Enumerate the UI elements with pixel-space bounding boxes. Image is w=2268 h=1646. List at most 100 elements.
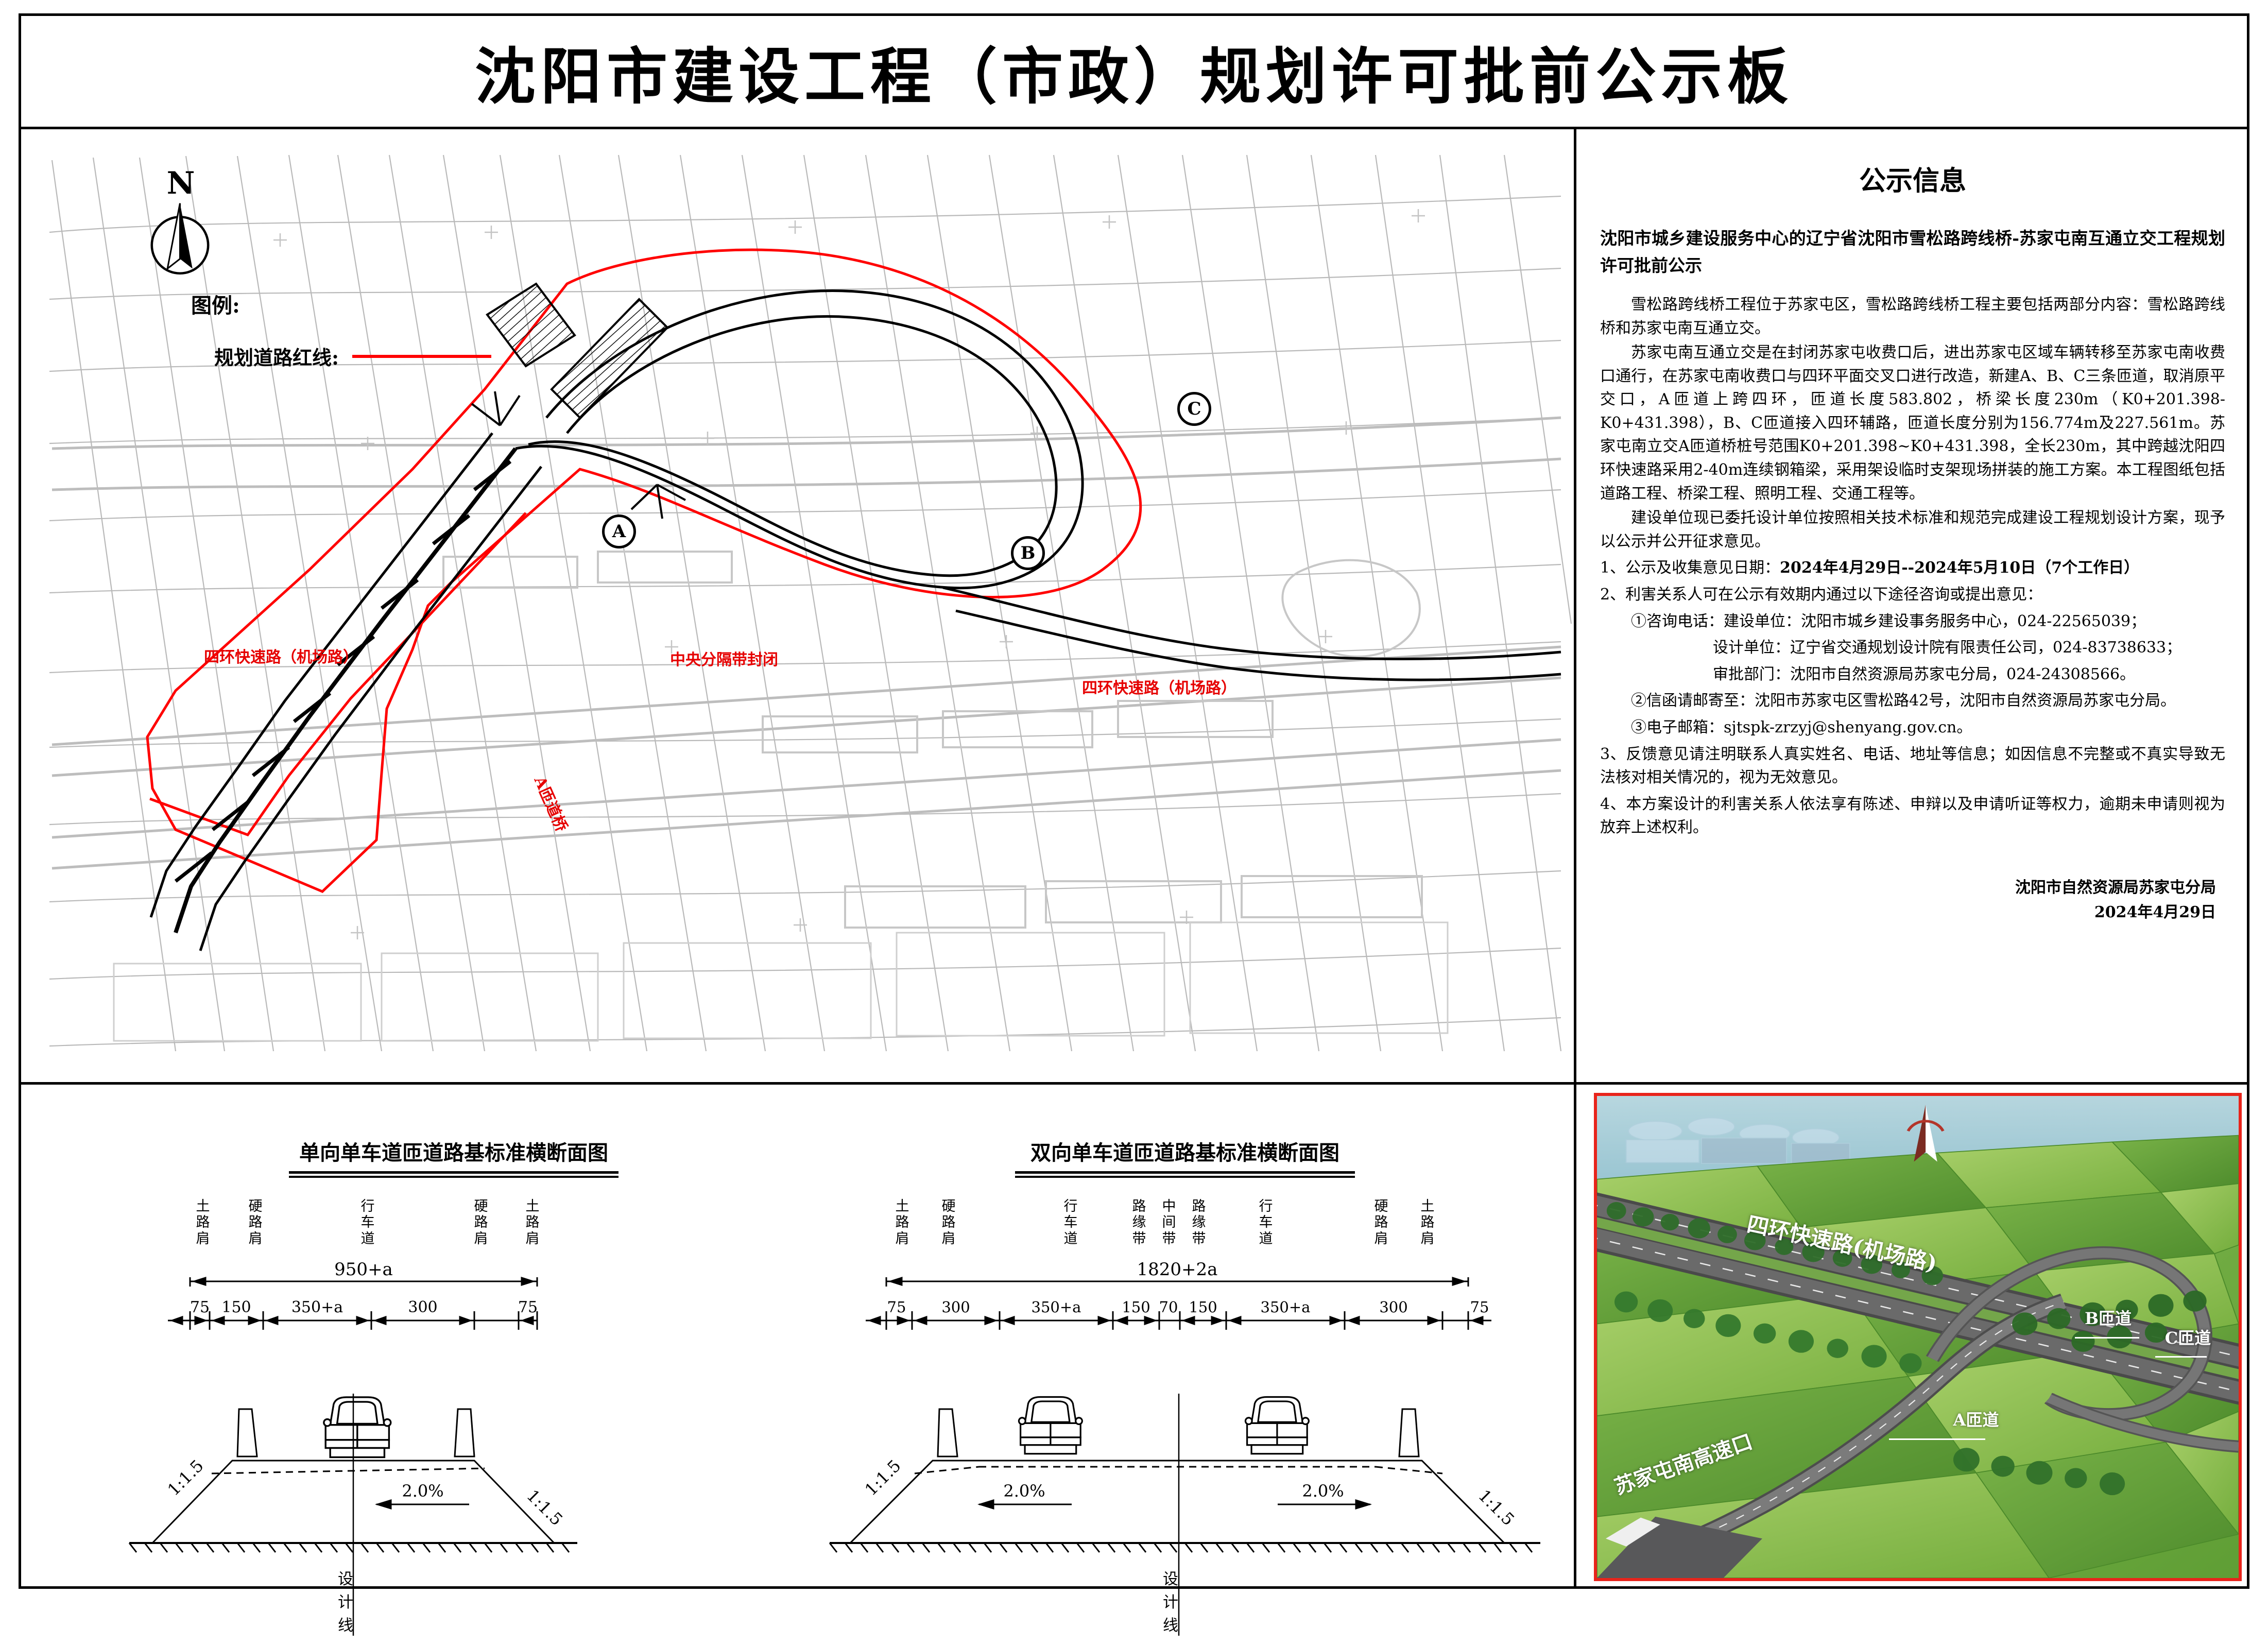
one-way-section-drawing: 950+a 75 150 350+a 300 75 2.0% 1:1.5 1:1… — [128, 1259, 577, 1636]
notice-item-4: 4、本方案设计的利害关系人依法享有陈述、申辩以及申请听证等权力，逾期未申请则视为… — [1600, 795, 2225, 837]
map-callout-c[interactable]: C — [1177, 392, 1211, 426]
notice-contact-phone: ①咨询电话：建设单位：沈阳市城乡建设事务服务中心，024-22565039； — [1631, 612, 2146, 630]
svg-text:计: 计 — [1163, 1593, 1178, 1611]
notice-paragraph: 雪松路跨线桥工程位于苏家屯区，雪松路跨线桥工程主要包括两部分内容：雪松路跨线桥和… — [1600, 295, 2225, 337]
lane-label: 硬路肩 — [941, 1198, 956, 1247]
one-way-lane-labels: 土路肩 硬路肩 行车道 硬路肩 土路肩 — [114, 1198, 794, 1276]
svg-text:2.0%: 2.0% — [1302, 1481, 1344, 1501]
lane-label: 行车道 — [360, 1198, 375, 1247]
legend-red-line-swatch — [352, 354, 492, 358]
svg-text:设: 设 — [1163, 1570, 1178, 1588]
photo-leader-ramp-c — [2155, 1356, 2207, 1358]
notice-paragraph: 苏家屯南互通立交是在封闭苏家屯收费口后，进出苏家屯区域车辆转移至苏家屯南收费口通… — [1600, 344, 2225, 503]
lane-label: 中间带 — [1162, 1198, 1176, 1247]
svg-text:300: 300 — [408, 1298, 437, 1316]
page-title: 沈阳市建设工程（市政）规划许可批前公示板 — [474, 41, 1793, 112]
svg-text:350+a: 350+a — [291, 1298, 343, 1316]
lane-label: 土路肩 — [525, 1198, 540, 1247]
notice-paragraph: 建设单位现已委托设计单位按照相关技术标准和规范完成建设工程规划设计方案，现予以公… — [1600, 509, 2225, 551]
north-arrow-label: N — [166, 165, 195, 201]
notice-item-2: 2、利害关系人可在公示有效期内通过以下途径咨询或提出意见： — [1600, 586, 2043, 604]
notice-contact-approver: 审批部门：沈阳市自然资源局苏家屯分局，024-24308566。 — [1713, 665, 2136, 683]
title-underline — [289, 1171, 618, 1174]
map-label-ring-road-west: 四环快速路（机场路） — [204, 648, 358, 666]
svg-text:150: 150 — [1189, 1298, 1217, 1316]
svg-text:350+a: 350+a — [1032, 1298, 1081, 1316]
right-column: 公示信息 沈阳市城乡建设服务中心的辽宁省沈阳市雪松路跨线桥-苏家屯南互通立交工程… — [1576, 129, 2247, 1586]
lane-label: 硬路肩 — [1374, 1198, 1388, 1247]
svg-text:1820+2a: 1820+2a — [1137, 1259, 1218, 1280]
legend-item-label: 规划道路红线: — [214, 346, 339, 369]
title-underline-2 — [289, 1176, 618, 1178]
notice-contact-email[interactable]: ③电子邮箱：sjtspk-zrzyj@shenyang.gov.cn。 — [1631, 718, 1972, 736]
north-arrow: N — [124, 165, 237, 294]
svg-text:75: 75 — [1470, 1298, 1489, 1316]
left-column: N 图例: 规划道路红线: 四环快速路（机场路） 中央分隔带封闭 四环快速路（机… — [21, 129, 1576, 1636]
svg-text:1:1.5: 1:1.5 — [523, 1486, 566, 1530]
svg-text:75: 75 — [190, 1298, 210, 1316]
legend-item-planning-red-line: 规划道路红线: — [214, 342, 492, 370]
svg-text:1:1.5: 1:1.5 — [861, 1456, 905, 1500]
photo-leader-ramp-b — [2075, 1337, 2139, 1339]
cross-section-two-way-title: 双向单车道匝道路基标准横断面图 — [1030, 1141, 1339, 1165]
photo-label-ramp-c: C匝道 — [2164, 1328, 2211, 1348]
title-underline — [1015, 1171, 1355, 1174]
cross-section-one-way: 单向单车道匝道路基标准横断面图 土路肩 硬路肩 行车道 硬路肩 土路肩 — [114, 1085, 794, 1636]
svg-text:2.0%: 2.0% — [402, 1481, 443, 1501]
svg-text:计: 计 — [338, 1593, 353, 1611]
svg-text:线: 线 — [338, 1617, 353, 1635]
svg-text:150: 150 — [1122, 1298, 1150, 1316]
lane-label: 行车道 — [1063, 1198, 1078, 1247]
legend: 图例: 规划道路红线: — [191, 289, 492, 370]
lane-label: 行车道 — [1259, 1198, 1273, 1247]
photo-label-ramp-a: A匝道 — [1953, 1410, 1999, 1430]
svg-text:2.0%: 2.0% — [1003, 1481, 1045, 1501]
notice-panel: 公示信息 沈阳市城乡建设服务中心的辽宁省沈阳市雪松路跨线桥-苏家屯南互通立交工程… — [1576, 129, 2247, 1085]
svg-text:70: 70 — [1159, 1298, 1178, 1316]
total-dim: 950+a — [334, 1259, 393, 1280]
map-label-ring-road-east: 四环快速路（机场路） — [1082, 679, 1236, 697]
lane-label: 硬路肩 — [474, 1198, 488, 1247]
aerial-rendering[interactable]: 四环快速路(机场路) 苏家屯南高速口 A匝道 B匝道 C匝道 — [1594, 1093, 2242, 1581]
cross-section-area: 单向单车道匝道路基标准横断面图 土路肩 硬路肩 行车道 硬路肩 土路肩 — [21, 1085, 1574, 1636]
aerial-rendering-image — [1597, 1096, 2239, 1578]
notice-item-1-dates: 2024年4月29日--2024年5月10日（7个工作日） — [1780, 559, 2140, 577]
board-frame: 沈阳市建设工程（市政）规划许可批前公示板 — [19, 13, 2249, 1636]
signature-date: 2024年4月29日 — [2094, 903, 2216, 921]
compass-icon — [150, 203, 210, 275]
publicity-board: 沈阳市建设工程（市政）规划许可批前公示板 — [19, 13, 2249, 1636]
lane-label: 路缘带 — [1132, 1198, 1146, 1247]
legend-title: 图例: — [191, 294, 240, 318]
site-plan-map[interactable]: N 图例: 规划道路红线: 四环快速路（机场路） 中央分隔带封闭 四环快速路（机… — [21, 129, 1574, 1085]
board-body: N 图例: 规划道路红线: 四环快速路（机场路） 中央分隔带封闭 四环快速路（机… — [21, 129, 2247, 1636]
lane-label: 土路肩 — [196, 1198, 210, 1247]
map-drawing — [49, 155, 1572, 1052]
notice-contact-mail: ②信函请邮寄至：沈阳市苏家屯区雪松路42号，沈阳市自然资源局苏家屯分局。 — [1631, 692, 2176, 710]
cross-section-two-way: 双向单车道匝道路基标准横断面图 土路肩 硬路肩 行车道 路缘带 中间带 路缘带 … — [824, 1085, 1545, 1636]
notice-item-1: 1、公示及收集意见日期：2024年4月29日--2024年5月10日（7个工作日… — [1600, 556, 2225, 580]
notice-heading: 公示信息 — [1859, 165, 1966, 197]
two-way-section-drawing: 1820+2a 75 300 350+a 150 70 150 350+a 30… — [829, 1259, 1540, 1636]
notice-item-1-text: 1、公示及收集意见日期： — [1600, 559, 1780, 577]
map-callout-a[interactable]: A — [602, 515, 636, 548]
notice-item-3: 3、反馈意见请注明联系人真实姓名、电话、地址等信息；如因信息不完整或不真实导致无… — [1600, 745, 2225, 787]
svg-text:150: 150 — [221, 1298, 251, 1316]
rendering-panel: 四环快速路(机场路) 苏家屯南高速口 A匝道 B匝道 C匝道 — [1576, 1085, 2247, 1586]
map-callout-b[interactable]: B — [1011, 536, 1045, 570]
svg-text:1:1.5: 1:1.5 — [1474, 1486, 1518, 1530]
svg-text:75: 75 — [887, 1298, 906, 1316]
title-underline-2 — [1015, 1176, 1355, 1178]
svg-text:75: 75 — [518, 1298, 538, 1316]
signature-organization: 沈阳市自然资源局苏家屯分局 — [2015, 878, 2216, 897]
photo-label-ramp-b: B匝道 — [2084, 1309, 2132, 1329]
notice-subject: 沈阳市城乡建设服务中心的辽宁省沈阳市雪松路跨线桥-苏家屯南互通立交工程规划许可批… — [1600, 228, 2225, 276]
map-label-median-closed: 中央分隔带封闭 — [670, 651, 778, 669]
svg-text:线: 线 — [1163, 1617, 1178, 1635]
lane-label: 硬路肩 — [248, 1198, 263, 1247]
svg-text:设: 设 — [338, 1570, 353, 1588]
photo-leader-ramp-a — [1888, 1438, 1985, 1440]
lane-label: 土路肩 — [1420, 1198, 1435, 1247]
lane-label: 路缘带 — [1192, 1198, 1206, 1247]
svg-text:300: 300 — [941, 1298, 970, 1316]
two-way-lane-labels: 土路肩 硬路肩 行车道 路缘带 中间带 路缘带 行车道 硬路肩 土路肩 — [824, 1198, 1545, 1276]
